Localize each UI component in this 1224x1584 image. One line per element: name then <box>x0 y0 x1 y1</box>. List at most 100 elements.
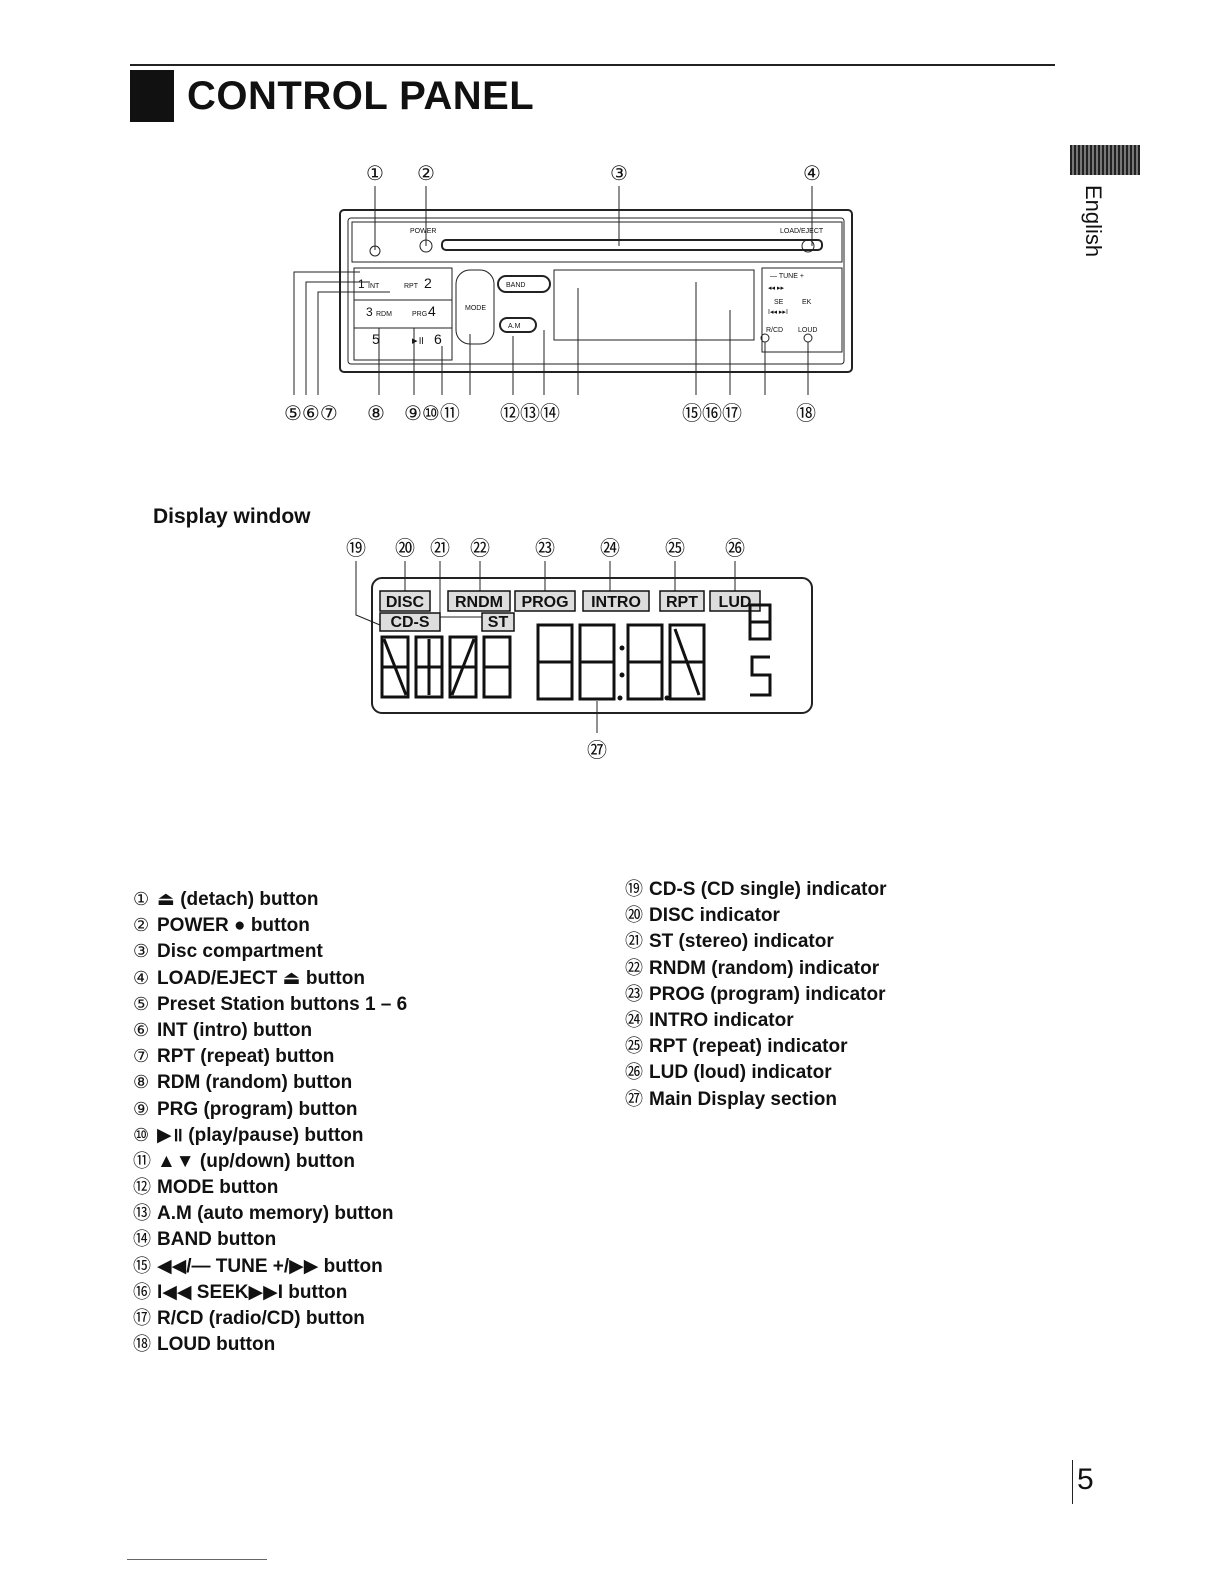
list-item: ㉓ PROG (program) indicator <box>625 981 887 1007</box>
callout-24: ㉔ <box>600 537 620 560</box>
item-number: ㉓ <box>625 983 643 1004</box>
lcd-window <box>553 269 755 341</box>
power-button[interactable] <box>419 239 433 253</box>
band-label: BAND <box>506 282 525 289</box>
rcd-label: R/CD <box>766 327 783 334</box>
cds-indicator-text: CD-S <box>390 614 429 631</box>
item-text: I◀◀ SEEK▶▶I button <box>157 1281 348 1303</box>
am-label: A.M <box>508 323 521 330</box>
preset-6-label: 6 <box>434 331 442 347</box>
tune-seek-block[interactable] <box>761 267 843 353</box>
load-eject-label: LOAD/EJECT <box>780 228 824 235</box>
seek-label-left: SE <box>774 299 784 306</box>
callouts-12-13-14: ⑫⑬⑭ <box>500 402 560 425</box>
item-text: ⏏ (detach) button <box>157 889 319 910</box>
item-number: ⑱ <box>133 1334 151 1355</box>
callout-20: ⑳ <box>395 537 415 560</box>
item-number: ⑮ <box>133 1255 151 1276</box>
callout-22: ㉒ <box>470 537 490 560</box>
callout-19: ⑲ <box>346 537 366 560</box>
disc-slot <box>441 239 823 251</box>
item-text: ▶॥ (play/pause) button <box>157 1124 364 1146</box>
preset-3-label: 3 <box>366 305 373 319</box>
list-item: ⑧ RDM (random) button <box>133 1069 407 1095</box>
detach-button[interactable] <box>369 245 381 257</box>
am-button[interactable] <box>499 317 537 333</box>
item-text: Main Display section <box>649 1088 837 1110</box>
item-text: RDM (random) button <box>157 1072 353 1094</box>
item-number: ⑨ <box>133 1098 150 1119</box>
language-tab-marker <box>1070 145 1140 175</box>
lud-indicator-text: LUD <box>719 594 752 611</box>
title-marker <box>130 70 174 122</box>
load-eject-button[interactable] <box>801 239 815 253</box>
rdm-label: RDM <box>376 311 392 318</box>
tune-arrows: ◂◂ ▸▸ <box>768 285 784 292</box>
item-number: ㉕ <box>625 1036 643 1057</box>
item-text: RPT (repeat) indicator <box>649 1036 848 1058</box>
item-number: ㉔ <box>625 1009 643 1030</box>
control-panel-figure: ① ② ③ ④ POWER LOAD/EJECT 1 INT RPT 2 3 <box>284 163 853 425</box>
list-item: ⑨ PRG (program) button <box>133 1096 407 1122</box>
item-number: ② <box>133 915 150 936</box>
footer-rule <box>127 1559 267 1560</box>
item-number: ⑫ <box>133 1177 151 1198</box>
disc-indicator-text: DISC <box>386 594 425 611</box>
item-text: RPT (repeat) button <box>157 1046 335 1068</box>
lud-indicator <box>709 590 761 612</box>
callout-26: ㉖ <box>725 537 745 560</box>
list-item: ㉔ INTRO indicator <box>625 1007 887 1033</box>
power-label: POWER <box>410 228 436 235</box>
item-number: ⑤ <box>133 993 150 1014</box>
item-text: INTRO indicator <box>649 1009 794 1031</box>
rpt-indicator-text: RPT <box>666 594 698 611</box>
item-number: ④ <box>133 967 150 988</box>
loud-button[interactable] <box>803 333 813 343</box>
callouts-15-16-17: ⑮⑯⑰ <box>682 402 742 425</box>
up-down-button[interactable] <box>455 269 495 345</box>
preset-4-label: 4 <box>428 303 436 319</box>
item-text: ST (stereo) indicator <box>649 931 834 953</box>
item-number: ⑬ <box>133 1203 151 1224</box>
language-tab: English <box>1081 185 1106 258</box>
play-pause-label: ▸॥ <box>412 335 424 347</box>
rndm-indicator <box>447 590 511 612</box>
display-window-figure: ⑲ ⑳ ㉑ ㉒ ㉓ ㉔ ㉕ ㉖ DISC RNDM PROG INTRO RPT <box>346 537 813 762</box>
display-frame <box>371 577 813 714</box>
item-text: Disc compartment <box>157 941 323 963</box>
item-number: ⑭ <box>133 1229 151 1250</box>
item-text: PROG (program) indicator <box>649 983 886 1005</box>
item-text: INT (intro) button <box>157 1019 313 1041</box>
item-number: ⑧ <box>133 1072 150 1093</box>
rndm-indicator-text: RNDM <box>455 594 503 611</box>
item-text: RNDM (random) indicator <box>649 957 880 979</box>
item-text: CD-S (CD single) indicator <box>649 879 887 900</box>
band-button[interactable] <box>497 275 551 293</box>
item-number: ㉖ <box>625 1062 643 1083</box>
seek-arrows: I◂◂ ▸▸I <box>768 309 788 316</box>
main-display-section <box>380 603 772 701</box>
cds-indicator <box>379 612 441 632</box>
intro-indicator <box>582 590 650 612</box>
callouts-5-6-7: ⑤⑥⑦ <box>284 403 338 425</box>
intro-indicator-text: INTRO <box>591 594 641 611</box>
item-text: LOAD/EJECT ⏏ button <box>157 967 365 989</box>
item-text: A.M (auto memory) button <box>157 1203 394 1225</box>
item-text: POWER ● button <box>157 915 310 937</box>
list-item: ①⏏ (detach) button <box>133 886 407 912</box>
item-text: PRG (program) button <box>157 1098 358 1120</box>
callout-2: ② <box>417 163 435 185</box>
item-number: ⑳ <box>625 905 643 926</box>
